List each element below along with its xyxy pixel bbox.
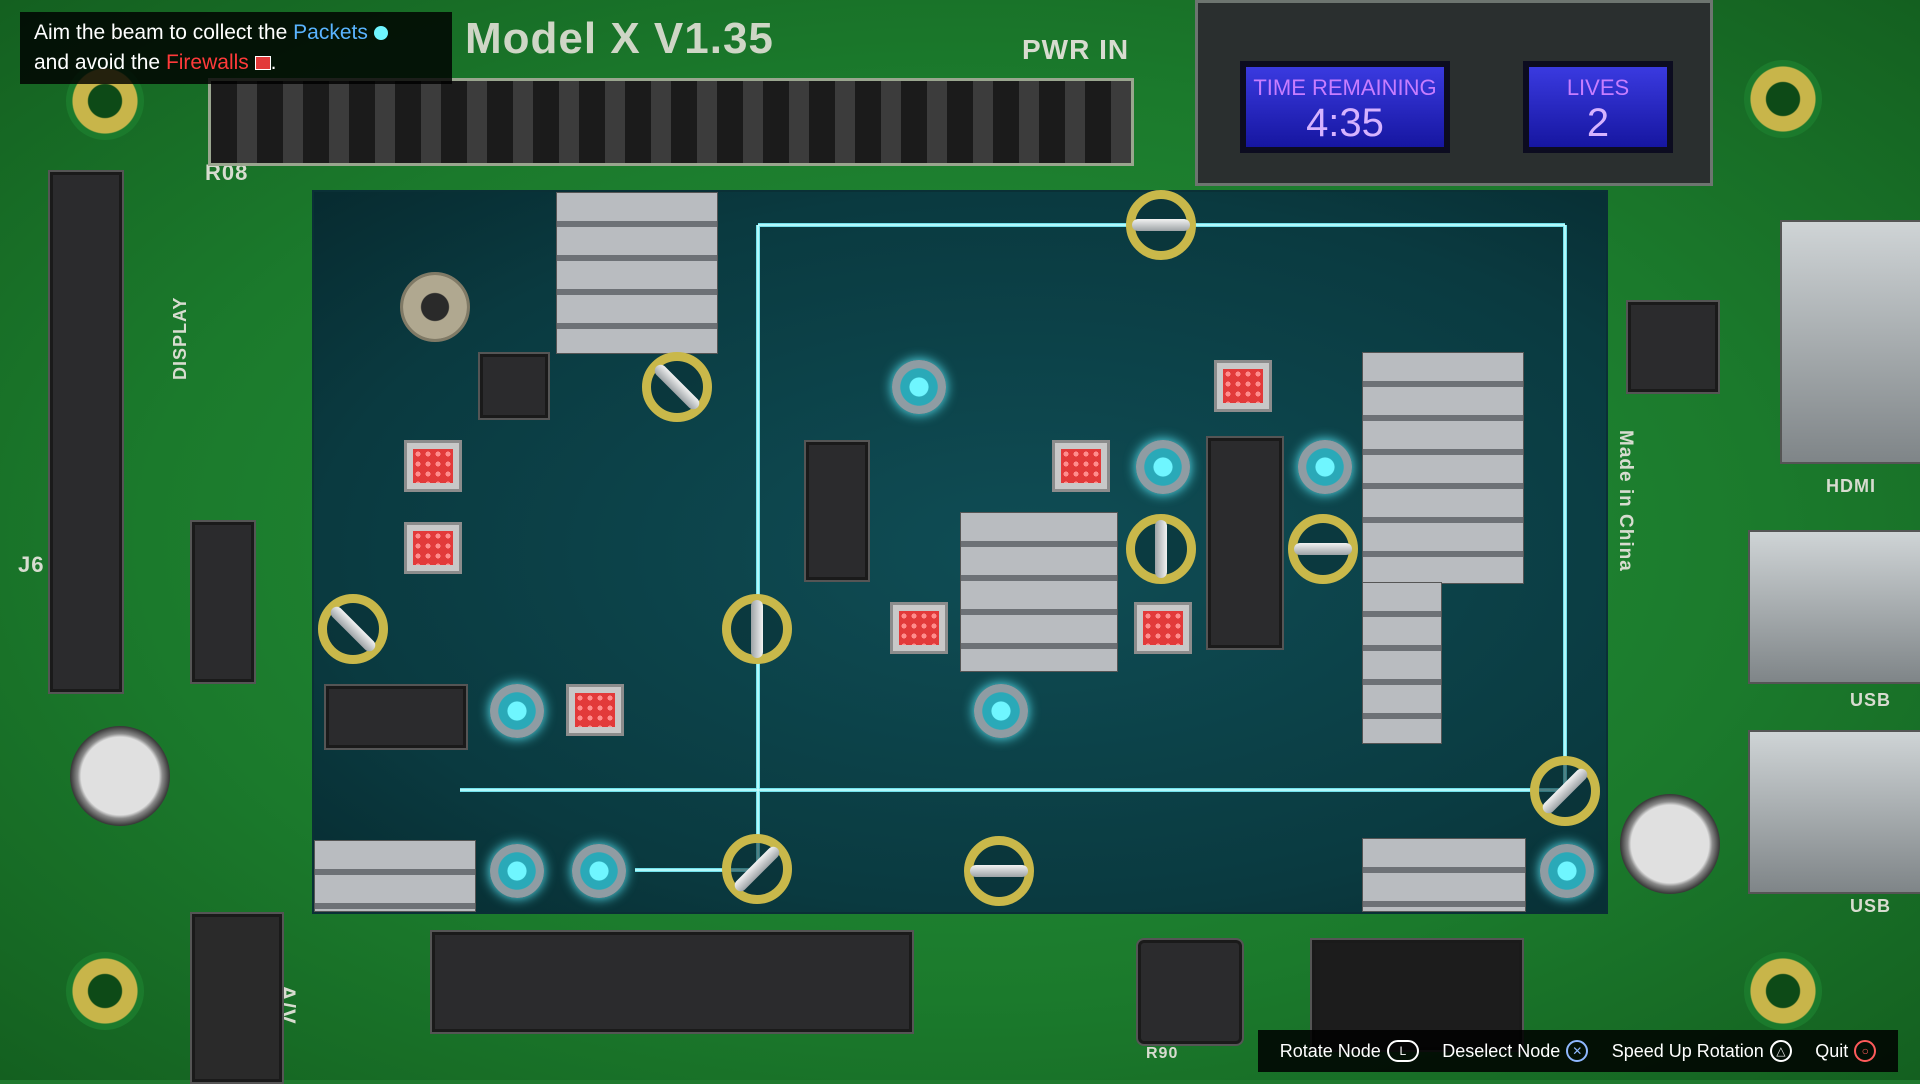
triangle-button-icon: △ bbox=[1769, 1040, 1792, 1062]
control-label: Quit bbox=[1815, 1040, 1849, 1061]
instruction-line-2: and avoid the Firewalls . bbox=[34, 48, 438, 78]
rotating-node-selected[interactable] bbox=[722, 834, 792, 904]
lives-display: LIVES 2 bbox=[1523, 61, 1673, 153]
board-model-label: Model X V1.35 bbox=[465, 14, 774, 63]
control-rotate-node[interactable]: Rotate Node L bbox=[1280, 1040, 1419, 1062]
data-packet bbox=[974, 684, 1028, 738]
cross-button-icon: ✕ bbox=[1566, 1040, 1589, 1062]
hud-panel: TIME REMAINING 4:35 LIVES 2 bbox=[1195, 0, 1713, 186]
firewall-block bbox=[566, 684, 624, 736]
packet-icon bbox=[373, 26, 388, 41]
usb-port-bottom bbox=[1748, 730, 1920, 894]
data-packet bbox=[490, 844, 544, 898]
component-block bbox=[960, 512, 1118, 672]
windchime-chip bbox=[430, 930, 914, 1034]
data-packet bbox=[1136, 440, 1190, 494]
rotating-node[interactable] bbox=[1126, 514, 1196, 584]
ic-chip bbox=[324, 684, 468, 750]
square-chip bbox=[1136, 938, 1244, 1046]
j6-label: J6 bbox=[18, 552, 45, 577]
control-deselect-node[interactable]: Deselect Node ✕ bbox=[1442, 1040, 1589, 1062]
usb-bottom-label: USB bbox=[1850, 896, 1892, 916]
firewall-block bbox=[890, 602, 948, 654]
ic-chip bbox=[804, 440, 870, 582]
pwr-in-label: PWR IN bbox=[1022, 34, 1130, 65]
instruction-text: Aim the beam to collect the bbox=[34, 21, 294, 44]
circle-button-icon: ○ bbox=[1854, 1040, 1877, 1062]
data-packet bbox=[1540, 844, 1594, 898]
usb-top-label: USB bbox=[1850, 690, 1892, 710]
packets-keyword: Packets bbox=[293, 21, 368, 44]
rotating-node[interactable] bbox=[1126, 190, 1196, 260]
lives-value: 2 bbox=[1586, 101, 1610, 145]
firewall-block bbox=[1214, 360, 1272, 412]
firewall-block bbox=[1052, 440, 1110, 492]
display-connector bbox=[48, 170, 124, 694]
time-remaining-label: TIME REMAINING bbox=[1253, 75, 1437, 100]
data-packet bbox=[892, 360, 946, 414]
usb-port-top bbox=[1748, 530, 1920, 684]
mount-hole bbox=[1744, 60, 1822, 138]
component-block bbox=[314, 840, 476, 912]
component-block bbox=[1362, 582, 1442, 744]
data-packet-collected bbox=[572, 844, 626, 898]
rotating-node[interactable] bbox=[722, 594, 792, 664]
firewall-icon bbox=[254, 56, 271, 71]
l-stick-icon: L bbox=[1386, 1040, 1419, 1062]
control-speed-up-rotation[interactable]: Speed Up Rotation △ bbox=[1612, 1040, 1792, 1062]
ic-chip bbox=[190, 520, 256, 684]
component-block bbox=[1362, 352, 1524, 584]
beam-emitter bbox=[400, 272, 470, 342]
capacitor-can bbox=[70, 726, 170, 826]
controls-bar: Rotate Node L Deselect Node ✕ Speed Up R… bbox=[1258, 1030, 1898, 1072]
qfn-chip bbox=[1626, 300, 1720, 394]
ic-chip bbox=[478, 352, 550, 420]
capacitor-can bbox=[1620, 794, 1720, 894]
instructions-panel: Aim the beam to collect the Packets and … bbox=[20, 12, 452, 84]
instruction-period: . bbox=[270, 51, 277, 74]
control-quit[interactable]: Quit ○ bbox=[1815, 1040, 1877, 1062]
firewall-block bbox=[1134, 602, 1192, 654]
control-label: Deselect Node bbox=[1442, 1040, 1561, 1061]
firewalls-keyword: Firewalls bbox=[165, 51, 249, 74]
rotating-node[interactable] bbox=[964, 836, 1034, 906]
instruction-text: and avoid the bbox=[34, 51, 166, 74]
rotating-node[interactable] bbox=[1288, 514, 1358, 584]
time-remaining-value: 4:35 bbox=[1306, 101, 1384, 145]
pin-header bbox=[208, 78, 1134, 166]
data-packet bbox=[490, 684, 544, 738]
control-label: Speed Up Rotation bbox=[1611, 1040, 1764, 1061]
rotating-node[interactable] bbox=[1530, 756, 1600, 826]
component-block bbox=[1362, 838, 1526, 912]
r90-label: R90 bbox=[1146, 1045, 1179, 1062]
component-block bbox=[556, 192, 718, 354]
ic-chip bbox=[1206, 436, 1284, 650]
firewall-block bbox=[404, 522, 462, 574]
av-jack bbox=[190, 912, 284, 1084]
lives-label: LIVES bbox=[1566, 75, 1630, 100]
display-label: DISPLAY bbox=[170, 296, 190, 380]
rotating-node[interactable] bbox=[642, 352, 712, 422]
control-label: Rotate Node bbox=[1279, 1040, 1381, 1061]
mount-hole bbox=[1744, 952, 1822, 1030]
mount-hole bbox=[66, 952, 144, 1030]
data-packet bbox=[1298, 440, 1352, 494]
hdmi-port bbox=[1780, 220, 1920, 464]
made-in-china-label: Made in China bbox=[1615, 430, 1636, 572]
hdmi-label: HDMI bbox=[1826, 476, 1876, 496]
time-remaining-display: TIME REMAINING 4:35 bbox=[1240, 61, 1450, 153]
firewall-block bbox=[404, 440, 462, 492]
rotating-node[interactable] bbox=[318, 594, 388, 664]
instruction-line-1: Aim the beam to collect the Packets bbox=[34, 18, 438, 48]
